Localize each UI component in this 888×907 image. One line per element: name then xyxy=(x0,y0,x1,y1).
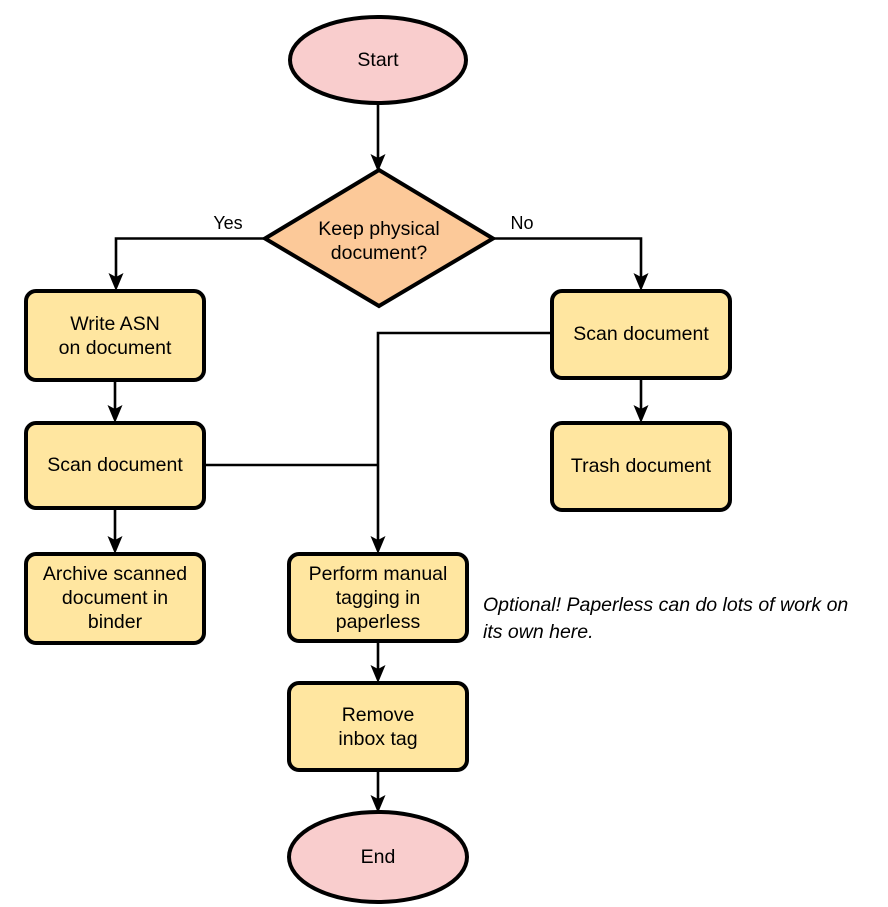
remove-inbox-label-line2: inbox tag xyxy=(338,728,417,750)
note-optional-paperless: Optional! Paperless can do lots of work … xyxy=(483,594,848,643)
edge-start-to-decision xyxy=(370,103,386,172)
tagging-label-line1: Perform manual xyxy=(309,563,448,585)
edge-decision-yes-to-write-asn xyxy=(108,237,265,291)
node-perform-manual-tagging[interactable]: Perform manual tagging in paperless xyxy=(287,552,469,643)
edge-label-no: No xyxy=(510,213,533,233)
edge-write-asn-to-scan-left xyxy=(107,380,123,423)
decision-label-line2: document? xyxy=(331,242,428,264)
node-scan-document-left[interactable]: Scan document xyxy=(24,421,206,510)
node-scan-document-right[interactable]: Scan document xyxy=(550,289,732,380)
scan-document-right-box-shape xyxy=(550,289,732,380)
scan-document-right-label: Scan document xyxy=(573,323,709,345)
note-line1: Optional! Paperless can do lots of work … xyxy=(483,594,848,616)
edge-label-yes: Yes xyxy=(213,213,242,233)
scan-document-left-box-shape xyxy=(24,421,206,510)
tagging-label-line2: tagging in xyxy=(336,587,421,609)
write-asn-label-line2: on document xyxy=(59,337,172,359)
write-asn-label-line1: Write ASN xyxy=(70,313,160,335)
tagging-label-line3: paperless xyxy=(336,611,421,633)
end-label: End xyxy=(361,846,396,868)
edge-tagging-to-remove-inbox xyxy=(370,641,386,683)
write-asn-box-shape xyxy=(24,289,206,382)
decision-diamond-shape xyxy=(261,167,497,309)
trash-document-box-shape xyxy=(550,421,732,512)
remove-inbox-tag-box-shape xyxy=(287,681,469,772)
remove-inbox-label-line1: Remove xyxy=(342,704,415,726)
archive-label-line3: binder xyxy=(88,611,143,633)
connector-layer xyxy=(107,103,649,813)
archive-box-shape xyxy=(24,552,206,645)
archive-label-line1: Archive scanned xyxy=(43,563,187,585)
edge-scan-right-to-tagging xyxy=(370,331,552,554)
archive-label-line2: document in xyxy=(62,587,168,609)
node-write-asn-on-document[interactable]: Write ASN on document xyxy=(24,289,206,382)
node-start[interactable]: Start xyxy=(288,15,468,105)
node-archive-scanned-document[interactable]: Archive scanned document in binder xyxy=(24,552,206,645)
note-line2: its own here. xyxy=(483,621,594,643)
edge-scan-right-to-trash xyxy=(633,378,649,423)
edge-decision-no-to-scan-right xyxy=(493,237,649,291)
start-ellipse-shape xyxy=(288,15,468,105)
node-remove-inbox-tag[interactable]: Remove inbox tag xyxy=(287,681,469,772)
node-decision-keep-physical-document[interactable]: Keep physical document? xyxy=(261,167,497,309)
edge-scan-left-to-archive xyxy=(107,508,123,554)
decision-label-line1: Keep physical xyxy=(318,218,439,240)
scan-document-left-label: Scan document xyxy=(47,454,183,476)
end-ellipse-shape xyxy=(287,810,469,904)
edge-remove-inbox-to-end xyxy=(370,770,386,813)
tagging-box-shape xyxy=(287,552,469,643)
node-trash-document[interactable]: Trash document xyxy=(550,421,732,512)
node-end[interactable]: End xyxy=(287,810,469,904)
start-label: Start xyxy=(357,49,399,71)
trash-document-label: Trash document xyxy=(571,455,712,477)
